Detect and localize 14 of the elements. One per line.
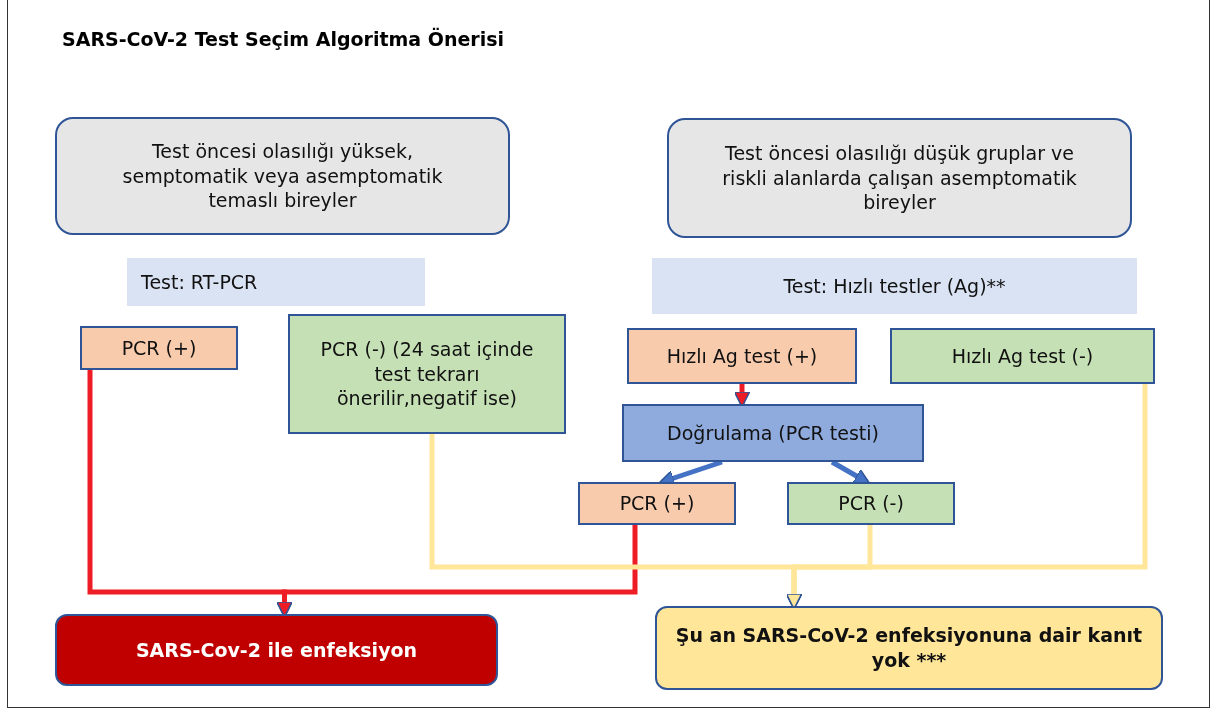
category-box: Test öncesi olasılığı yüksek, semptomatik veya asemptomatik temaslı bireyler	[55, 117, 510, 235]
diagram-title: SARS-CoV-2 Test Seçim Algoritma Önerisi	[62, 28, 505, 50]
test-band: Test: RT-PCR	[127, 258, 425, 306]
result-box: PCR (-)	[787, 482, 955, 525]
process-box: Doğrulama (PCR testi)	[622, 404, 924, 462]
result-box: PCR (+)	[578, 482, 736, 525]
category-box: Test öncesi olasılığı düşük gruplar ve riskli alanlarda çalışan asemptomatik bireyler	[667, 118, 1132, 238]
outcome-box: Şu an SARS-CoV-2 enfeksiyonuna dair kanıt yok ***	[655, 606, 1163, 690]
result-box: PCR (+)	[80, 326, 238, 370]
outcome-box: SARS-Cov-2 ile enfeksiyon	[55, 614, 498, 686]
test-band: Test: Hızlı testler (Ag)**	[652, 258, 1137, 314]
result-box: PCR (-) (24 saat içinde test tekrarı önerilir,negatif ise)	[288, 314, 566, 434]
result-box: Hızlı Ag test (+)	[627, 328, 857, 384]
result-box: Hızlı Ag test (-)	[890, 328, 1155, 384]
